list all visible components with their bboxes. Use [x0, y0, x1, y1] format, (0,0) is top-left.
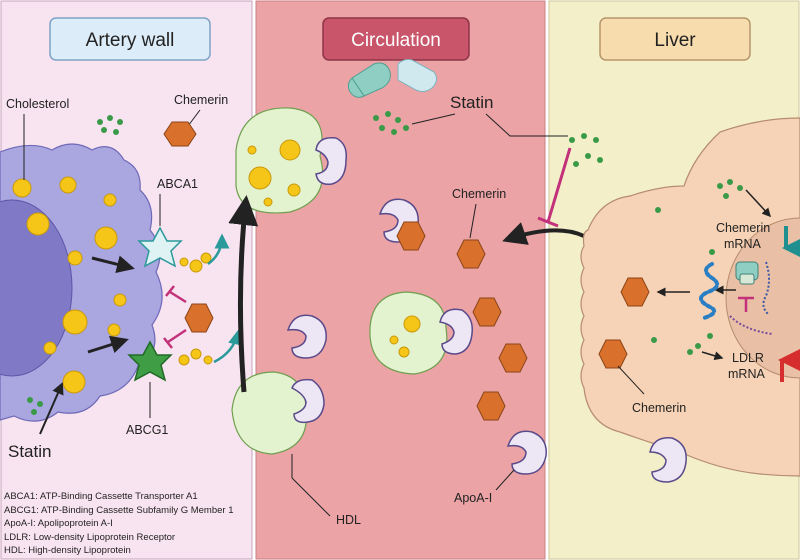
chemerin-artery-pointer — [187, 109, 201, 127]
ldlr-mrna-line2: mRNA — [728, 367, 765, 381]
abca1-label: ABCA1 — [157, 177, 198, 191]
apoa1-hdl-bottom — [291, 378, 325, 424]
polypeptide-chain — [699, 262, 720, 320]
efflux-arrow-to-hdl — [228, 195, 259, 393]
circulation-title: Circulation — [351, 30, 441, 51]
chemerin-near-transporters — [184, 303, 214, 333]
ribosome-icon — [735, 261, 759, 285]
legend-item-ldlr: LDLR: Low-density Lipoprotein Receptor — [4, 531, 176, 543]
statin-dots-circulation — [373, 111, 409, 135]
hdl-pointer-h — [291, 477, 331, 517]
statin-dots-liver — [651, 179, 743, 355]
apoa1-pointer — [495, 469, 515, 491]
hdl-particle-middle — [369, 291, 448, 375]
chemerin-artery-hexagon — [163, 121, 197, 147]
mrna-strand-top — [762, 261, 770, 315]
statin-dots-artery-top — [97, 115, 123, 135]
statin-circulation-label: Statin — [450, 93, 493, 112]
inhibition-to-transporters — [163, 285, 187, 349]
chemerin-hexagons-circulation — [396, 221, 528, 421]
legend-item-apoa1: ApoA-I: Apolipoprotein A-I — [4, 518, 113, 530]
cholesterol-label: Cholesterol — [6, 97, 69, 111]
statin-pointer-circulation — [411, 113, 456, 125]
chemerin-circulation-label: Chemerin — [452, 187, 506, 201]
efflux-droplets — [178, 252, 213, 366]
abcg1-transporter — [127, 340, 173, 382]
statin-arrow-artery — [39, 382, 64, 435]
apoa1-free-3 — [506, 430, 547, 475]
chemerin-liver-pointer — [617, 365, 645, 395]
hdl-particle-top — [235, 107, 324, 214]
artery-wall-header — [49, 17, 211, 61]
artery-wall-title: Artery wall — [86, 30, 175, 51]
arrow-to-abca1 — [91, 255, 135, 274]
statin-inhibition-line — [546, 147, 572, 223]
liver-title: Liver — [654, 30, 696, 51]
chemerin-mrna-line2: mRNA — [724, 237, 761, 251]
chemerin-liver-hexagon-1 — [620, 277, 650, 307]
statin-artery-label: Statin — [8, 442, 51, 461]
hepatocyte-nucleus — [725, 217, 800, 379]
abcg1-label: ABCG1 — [126, 423, 168, 437]
statin-dots-liver-top — [569, 133, 603, 167]
circulation-header — [322, 17, 470, 61]
statin-pointer-to-liver — [485, 113, 568, 137]
ldlr-mrna-line1: LDLR — [732, 351, 764, 365]
circulation-panel — [255, 0, 546, 560]
legend-item-hdl: HDL: High-density Lipoprotein — [4, 545, 131, 557]
statin-inhibition-bar — [537, 216, 559, 228]
apoa1-free-2 — [286, 314, 327, 359]
legend-item-abca1: ABCA1: ATP-Binding Cassette Transporter … — [4, 491, 198, 502]
chemerin-mrna-line1: Chemerin — [716, 221, 770, 235]
arrow-to-abcg1 — [87, 335, 129, 354]
legend-item-abcg1: ABCG1: ATP-Binding Cassette Subfamily G … — [4, 504, 234, 516]
teal-arrow-abcg1 — [213, 329, 243, 364]
statin-to-chemerin-mrna-arrow — [745, 189, 772, 218]
apoa1-liver-membrane — [649, 437, 687, 483]
chemerin-mrna-label: Chemerin mRNA — [716, 221, 774, 251]
chemerin-artery-label: Chemerin — [174, 93, 228, 107]
abca1-transporter — [137, 226, 183, 268]
macrophage-nucleus — [0, 199, 73, 377]
teal-arrow-abca1 — [207, 233, 230, 266]
cholesterol-droplets — [12, 176, 127, 394]
apoa1-label: ApoA-I — [454, 491, 492, 505]
translation-inhibition — [738, 296, 754, 312]
apoa1-hdl-top — [315, 137, 348, 186]
chemerin-circulation-pointer — [469, 203, 477, 239]
statin-to-ldlr-mrna-arrow — [701, 351, 724, 361]
statin-dots-artery-bottom — [27, 397, 43, 415]
mrna-strand-bottom — [729, 315, 773, 335]
chemerin-liver-label: Chemerin — [632, 401, 686, 415]
apoa1-hdl-middle — [439, 308, 474, 355]
liver-header — [599, 17, 751, 61]
ldlr-mrna-label: LDLR mRNA — [728, 351, 767, 381]
abbreviation-legend: ABCA1: ATP-Binding Cassette Transporter … — [4, 490, 254, 558]
hdl-label: HDL — [336, 513, 361, 527]
statin-capsule-icon — [347, 59, 438, 98]
